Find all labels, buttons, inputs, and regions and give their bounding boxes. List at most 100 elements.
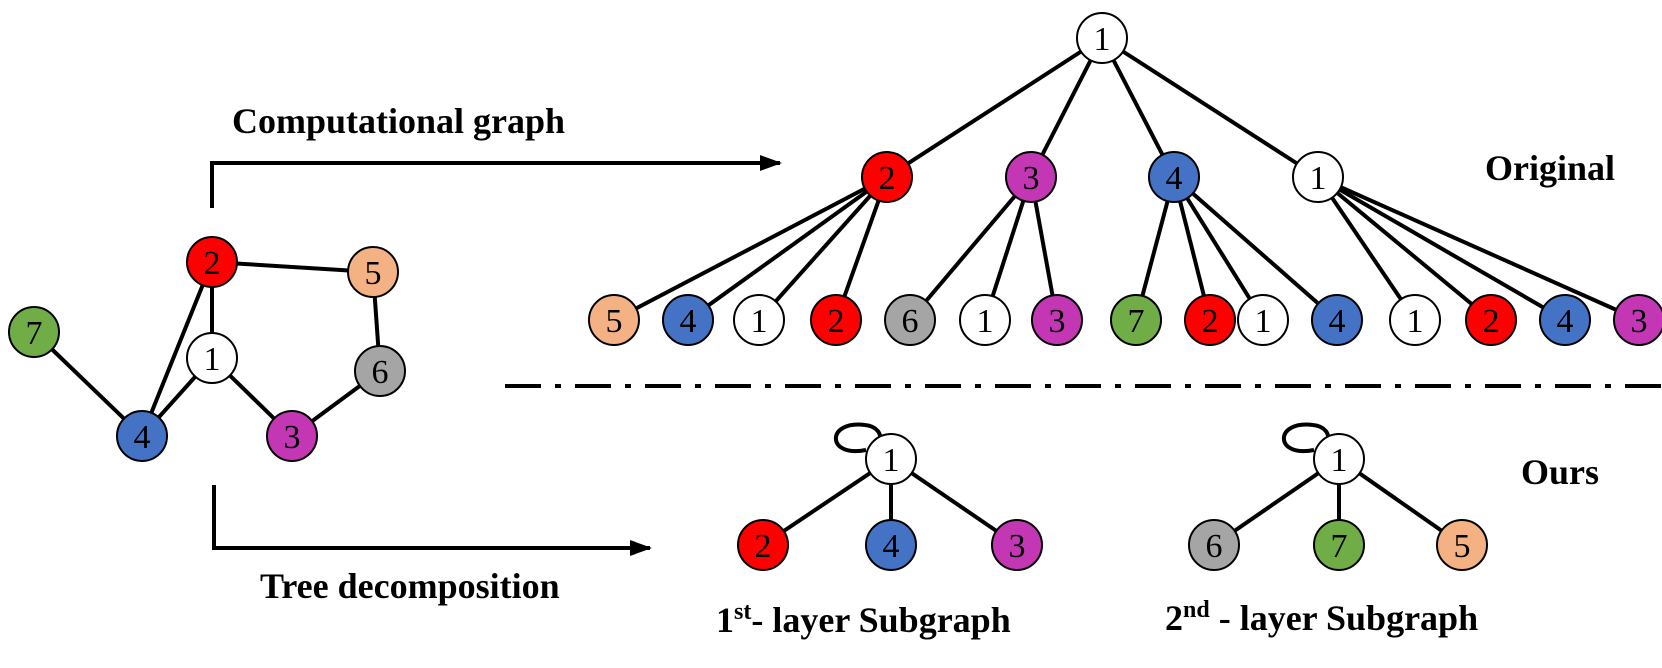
tree-level2-node-1-1-label: 1 [977, 303, 994, 340]
tree-level2-node-0-3: 2 [810, 294, 862, 346]
subgraph1-child-node-0: 2 [737, 519, 789, 571]
tree-level1-node-3-circle [1292, 151, 1344, 203]
input-node-6-circle [354, 345, 406, 397]
subgraph2-center-node: 1 [1313, 433, 1365, 485]
tree-decomposition-arrow [212, 485, 652, 556]
tree-level2-node-3-1-label: 2 [1483, 303, 1500, 340]
tree-level1-node-3: 1 [1292, 151, 1344, 203]
input-node-7-circle [8, 306, 60, 358]
input-edge-2-4 [140, 261, 214, 437]
layer2-rest: - layer Subgraph [1210, 598, 1478, 638]
subgraph1-child-node-1-circle [865, 519, 917, 571]
tree-level2-node-3-3-circle [1613, 294, 1662, 346]
layer2-number: 2 [1165, 598, 1183, 638]
tree-level2-node-3-0: 1 [1389, 294, 1441, 346]
tree-level2-node-1-2-label: 3 [1049, 303, 1066, 340]
input-node-5-label: 5 [365, 255, 382, 292]
subgraph1-center-node: 1 [865, 433, 917, 485]
input-node-6: 6 [354, 345, 406, 397]
input-node-5: 5 [347, 246, 399, 298]
tree-level1-node-0-circle [861, 151, 913, 203]
tree-level1-node-0-label: 2 [879, 160, 896, 197]
computational-graph-arrow [210, 155, 782, 208]
tree-root-node-circle [1076, 12, 1128, 64]
tree-level2-node-2-2-label: 1 [1255, 303, 1272, 340]
input-node-3-label: 3 [284, 419, 301, 456]
tree-edge-3-3 [1317, 175, 1640, 322]
tree-edge-2-3 [1172, 175, 1339, 322]
tree-level2-node-0-2: 1 [733, 294, 785, 346]
tree-level2-node-1-0: 6 [884, 294, 936, 346]
tree-level2-node-0-2-circle [733, 294, 785, 346]
tree-level2-node-3-1-circle [1465, 294, 1517, 346]
layer2-superscript: nd [1183, 597, 1210, 623]
input-edge-2-5 [211, 260, 374, 274]
input-node-2-label: 2 [204, 245, 221, 282]
tree-root-node-label: 1 [1094, 21, 1111, 58]
tree-edge-1-0 [908, 175, 1033, 322]
subgraph2-center-node-label: 1 [1331, 442, 1348, 479]
input-node-1-circle [186, 332, 238, 384]
input-node-3: 3 [266, 410, 318, 462]
tree-level2-node-0-0: 5 [588, 294, 640, 346]
tree-level2-node-2-0: 7 [1110, 294, 1162, 346]
subgraph2-child-node-2: 5 [1436, 519, 1488, 571]
self-loop-subgraph2 [1282, 422, 1335, 454]
tree-level2-node-2-3: 4 [1311, 294, 1363, 346]
tree-level2-node-2-0-label: 7 [1128, 303, 1145, 340]
tree-level2-node-1-1: 1 [959, 294, 1011, 346]
layer1-rest: - layer Subgraph [751, 600, 1010, 640]
subgraph1-child-node-0-circle [737, 519, 789, 571]
input-node-4-label: 4 [134, 419, 151, 456]
tree-level2-node-2-1-label: 2 [1202, 303, 1219, 340]
tree-level2-node-0-1-label: 4 [680, 303, 697, 340]
tree-level2-node-1-0-label: 6 [902, 303, 919, 340]
tree-level2-node-0-3-label: 2 [828, 303, 845, 340]
subgraph2-child-node-2-label: 5 [1454, 528, 1471, 565]
input-node-6-label: 6 [372, 354, 389, 391]
tree-level2-node-2-2-circle [1237, 294, 1289, 346]
subgraph1-center-node-circle [865, 433, 917, 485]
subgraph2-center-node-circle [1313, 433, 1365, 485]
tree-level1-node-2: 4 [1148, 151, 1200, 203]
layer1-number: 1 [716, 600, 734, 640]
input-node-2: 2 [186, 236, 238, 288]
subgraph1-child-node-0-label: 2 [755, 528, 772, 565]
tree-edge-root-1 [1029, 37, 1104, 178]
tree-level2-node-3-3: 3 [1613, 294, 1662, 346]
tree-level2-node-2-2: 1 [1237, 294, 1289, 346]
tree-level2-node-0-1-circle [662, 294, 714, 346]
layer1-superscript: st [734, 599, 751, 625]
tree-level1-node-2-circle [1148, 151, 1200, 203]
tree-decomposition-label: Tree decomposition [260, 566, 560, 606]
tree-edge-0-1 [686, 175, 889, 322]
tree-level2-node-3-1: 2 [1465, 294, 1517, 346]
subgraph1-child-node-1: 4 [865, 519, 917, 571]
tree-level2-node-2-0-circle [1110, 294, 1162, 346]
tree-level2-node-0-2-label: 1 [751, 303, 768, 340]
tree-edge-root-0 [885, 36, 1104, 179]
subgraph1-child-node-1-label: 4 [883, 528, 900, 565]
input-node-4-circle [116, 410, 168, 462]
tree-level1-node-1-label: 3 [1023, 160, 1040, 197]
tree-level2-node-3-0-label: 1 [1407, 303, 1424, 340]
tree-level2-node-3-2-label: 4 [1557, 303, 1574, 340]
layer2-subgraph-label: 2nd - layer Subgraph [1165, 597, 1478, 638]
input-node-1-label: 1 [204, 341, 221, 378]
subgraph1-child-node-2-circle [991, 519, 1043, 571]
tree-level2-node-0-0-circle [588, 294, 640, 346]
tree-level2-node-0-0-label: 5 [606, 303, 623, 340]
tree-level2-node-0-1: 4 [662, 294, 714, 346]
input-node-1: 1 [186, 332, 238, 384]
tree-level2-node-1-2-circle [1031, 294, 1083, 346]
tree-edge-3-2 [1316, 175, 1567, 322]
subgraph1-center-node-label: 1 [883, 442, 900, 479]
tree-root-node: 1 [1076, 12, 1128, 64]
computational-graph-label: Computational graph [232, 101, 565, 141]
ours-label: Ours [1521, 452, 1599, 492]
input-node-5-circle [347, 246, 399, 298]
tree-edge-0-2 [757, 175, 889, 322]
tree-level1-node-2-label: 4 [1166, 160, 1183, 197]
